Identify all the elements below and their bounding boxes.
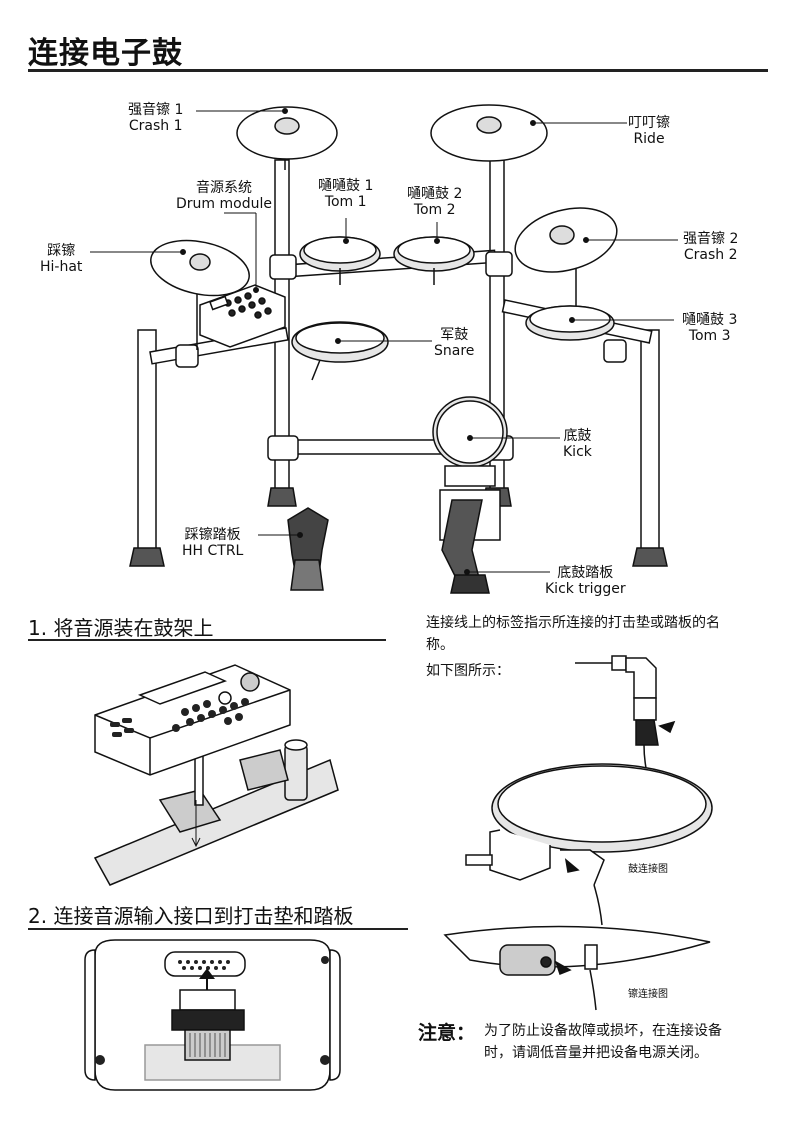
label-kick-cn: 底鼓 (563, 428, 592, 444)
label-crash1-en: Crash 1 (128, 118, 183, 134)
step2-heading: 2. 连接音源输入接口到打击垫和踏板 (28, 904, 354, 928)
label-ride-cn: 叮叮镲 (628, 115, 670, 131)
cable-note: 连接线上的标签指示所连接的打击垫或踏板的名 称。 (426, 612, 776, 656)
step2-rule (28, 928, 408, 930)
title-rule (28, 69, 768, 72)
label-crash2: 强音镲 2 Crash 2 (683, 231, 738, 263)
label-tom3-en: Tom 3 (688, 328, 731, 344)
warning-line1: 为了防止设备故障或损坏，在连接设备 (484, 1023, 722, 1039)
warning-label: 注意： (418, 1022, 476, 1044)
step1-rule (28, 639, 386, 641)
cable-note-line3: 如下图所示： (426, 663, 510, 679)
label-tom2-en: Tom 2 (413, 202, 456, 218)
label-tom1-en: Tom 1 (324, 194, 367, 210)
label-snare: 军鼓 Snare (434, 327, 474, 359)
label-tom3-cn: 嗵嗵鼓 3 (682, 312, 738, 328)
caption-drum: 鼓连接图 (628, 864, 668, 875)
label-hhctrl-cn: 踩镲踏板 (184, 527, 241, 543)
cable-note-line2: 称。 (426, 637, 454, 653)
label-tom2: 嗵嗵鼓 2 Tom 2 (407, 186, 462, 218)
warning-text: 为了防止设备故障或损坏，在连接设备 时，请调低音量并把设备电源关闭。 (484, 1020, 722, 1064)
label-hhctrl-en: HH CTRL (182, 543, 244, 559)
label-snare-en: Snare (434, 343, 475, 359)
label-hihat-en: Hi-hat (40, 259, 83, 275)
label-kicktrigger-cn: 底鼓踏板 (557, 565, 614, 581)
label-module-cn: 音源系统 (195, 180, 252, 196)
label-hihat-cn: 踩镲 (47, 243, 76, 259)
step1-heading: 1. 将音源装在鼓架上 (28, 616, 214, 640)
label-crash1: 强音镲 1 Crash 1 (128, 102, 183, 134)
label-kick-en: Kick (563, 444, 592, 460)
label-hhctrl: 踩镲踏板 HH CTRL (182, 527, 243, 559)
label-tom1-cn: 嗵嗵鼓 1 (318, 178, 374, 194)
label-kicktrigger: 底鼓踏板 Kick trigger (545, 565, 626, 597)
label-tom3: 嗵嗵鼓 3 Tom 3 (682, 312, 737, 344)
label-snare-cn: 军鼓 (440, 327, 469, 343)
caption-cymbal: 镲连接图 (628, 989, 668, 1000)
label-module-en: Drum module (176, 196, 272, 212)
label-kick: 底鼓 Kick (563, 428, 592, 460)
label-tom1: 嗵嗵鼓 1 Tom 1 (318, 178, 373, 210)
label-crash1-cn: 强音镲 1 (128, 102, 184, 118)
label-crash2-cn: 强音镲 2 (683, 231, 739, 247)
label-module: 音源系统 Drum module (176, 180, 272, 212)
label-kicktrigger-en: Kick trigger (545, 581, 626, 597)
warning-line2: 时，请调低音量并把设备电源关闭。 (484, 1045, 708, 1061)
label-hihat: 踩镲 Hi-hat (40, 243, 82, 275)
label-ride: 叮叮镲 Ride (628, 115, 670, 147)
label-crash2-en: Crash 2 (683, 247, 738, 263)
cable-note-line1: 连接线上的标签指示所连接的打击垫或踏板的名 (426, 615, 720, 631)
page-title: 连接电子鼓 (28, 36, 183, 71)
label-tom2-cn: 嗵嗵鼓 2 (407, 186, 463, 202)
label-ride-en: Ride (633, 131, 665, 147)
